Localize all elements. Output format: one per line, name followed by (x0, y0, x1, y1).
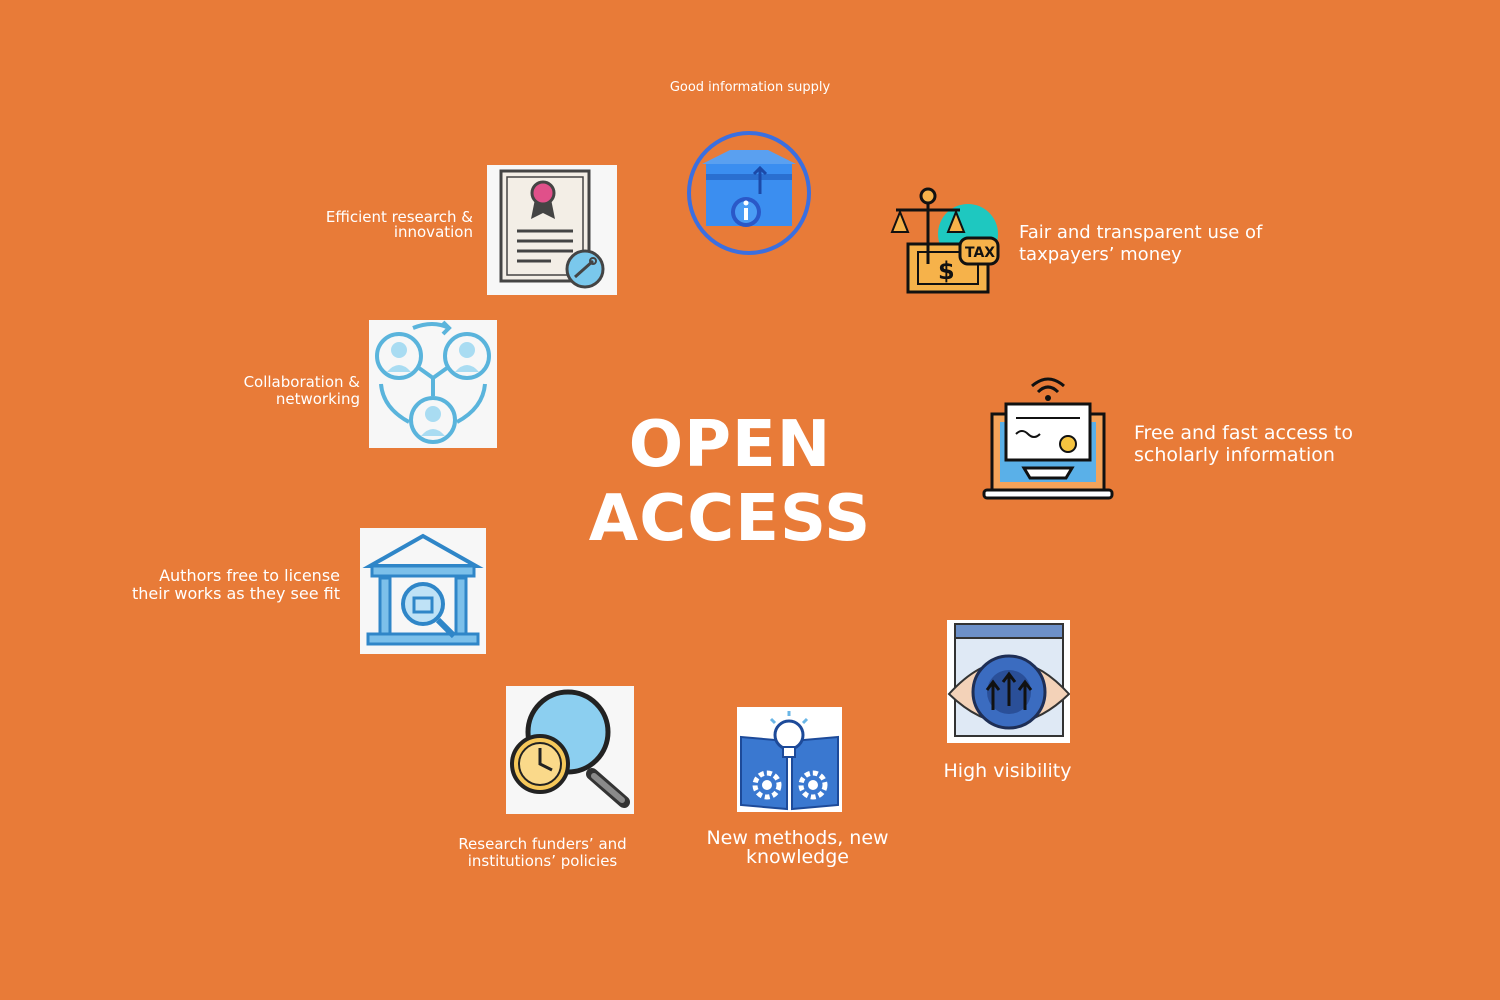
authors-label: Authors free to license their works as t… (131, 566, 340, 603)
svg-text:$: $ (938, 257, 955, 285)
laptop-certificate-icon (982, 370, 1114, 502)
funders-label: Research funders’ and institutions’ poli… (458, 835, 627, 870)
title-line-2: ACCESS (588, 482, 872, 556)
network-people-icon (369, 320, 497, 448)
lightbulb-book-icon (737, 707, 842, 812)
good-info-label: Good information supply (669, 80, 831, 95)
title-line-1: OPEN (628, 408, 832, 482)
magnifier-clock-icon (506, 686, 634, 814)
fair-use-label: Fair and transparent use of taxpayers’ m… (1019, 222, 1263, 265)
eye-visibility-icon (947, 620, 1070, 743)
efficient-label: Efficient research & innovation (325, 208, 473, 241)
collab-label: Collaboration & networking (243, 373, 360, 408)
free-access-label: Free and fast access to scholarly inform… (1134, 422, 1354, 466)
certificate-tool-icon (487, 165, 617, 295)
tax-scale-icon: $ TAX (888, 184, 1000, 296)
diagram-title: OPEN ACCESS (520, 408, 940, 556)
svg-text:TAX: TAX (965, 245, 995, 261)
visibility-label: High visibility (943, 760, 1072, 782)
new-methods-label: New methods, new knowledge (706, 827, 889, 868)
institution-search-icon (360, 528, 486, 654)
info-box-icon (684, 128, 814, 258)
